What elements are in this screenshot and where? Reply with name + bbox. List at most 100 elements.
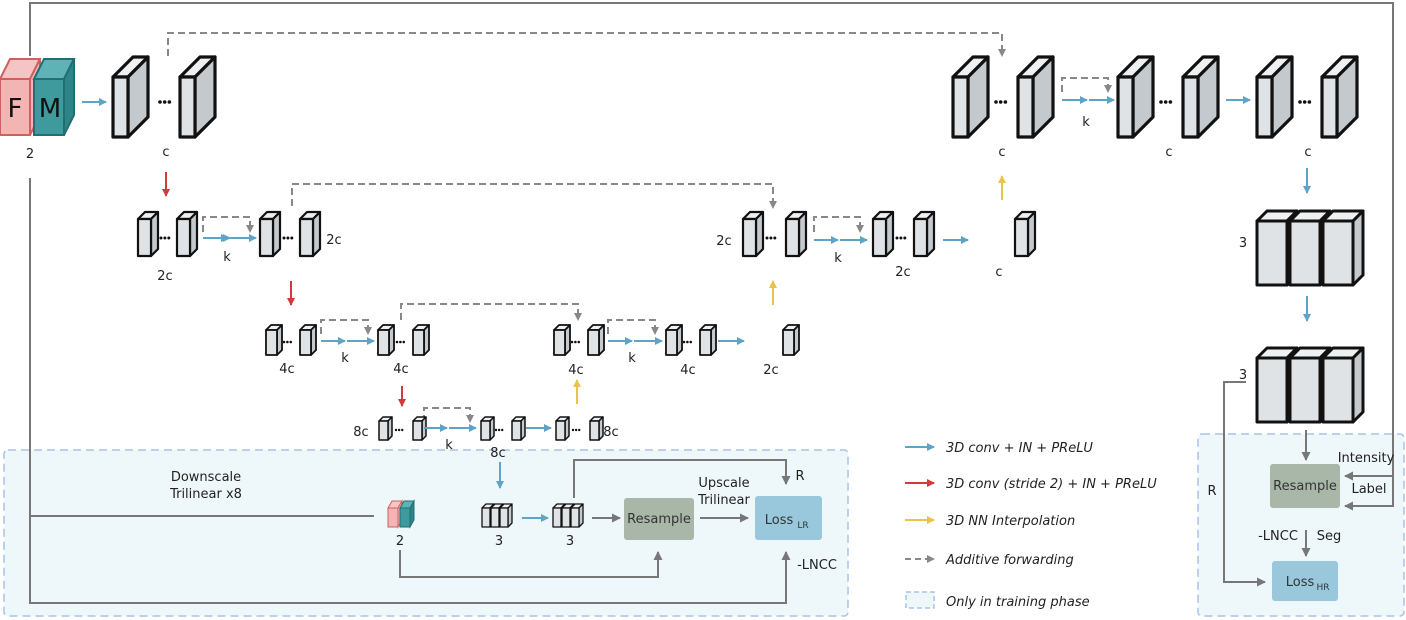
channel-label: c — [998, 145, 1005, 160]
loss-lr-subscript: LR — [797, 521, 808, 531]
ellipsis-dots — [1159, 100, 1173, 104]
feature-block — [499, 503, 513, 528]
lowres-input-blocks — [387, 499, 415, 529]
repeat-label: k — [445, 438, 453, 453]
channel-label: c — [995, 265, 1002, 280]
upscale-label-line2: Trilinear — [697, 493, 750, 508]
feature-block — [258, 210, 282, 258]
resample-label-lowres: Resample — [627, 512, 691, 527]
long-connections — [29, 2, 1394, 604]
downscale-label-line2: Trilinear x8 — [169, 487, 242, 502]
channel-label: 4c — [680, 363, 695, 378]
channel-label: 3 — [1239, 236, 1247, 251]
legend-item-interpolation: 3D NN Interpolation — [946, 514, 1075, 529]
legend: 3D conv + IN + PReLU 3D conv (stride 2) … — [905, 441, 1157, 610]
ellipsis-dots — [570, 340, 581, 344]
r-label-highres: R — [1207, 484, 1216, 499]
channel-label: 4c — [568, 363, 583, 378]
ellipsis-dots — [159, 236, 171, 240]
loss-hr-label: Loss — [1286, 575, 1315, 590]
resample-label-highres: Resample — [1273, 479, 1337, 494]
feature-block — [1181, 55, 1220, 139]
lncc-label-highres: -LNCC — [1258, 529, 1298, 544]
channel-label: 4c — [279, 362, 294, 377]
feature-block — [665, 324, 683, 356]
channel-label: 8c — [603, 425, 618, 440]
r-label-lowres: R — [795, 469, 804, 484]
ellipsis-dots — [394, 428, 404, 432]
ellipsis-dots — [765, 236, 777, 240]
channel-label: 2c — [716, 234, 731, 249]
repeat-label: k — [223, 250, 231, 265]
lncc-label-lowres: -LNCC — [797, 558, 837, 573]
ellipsis-dots — [395, 340, 406, 344]
highres-branch: Resample Intensity Label -LNCC Seg R Los… — [1207, 451, 1395, 601]
legend-item-conv: 3D conv + IN + PReLU — [946, 441, 1093, 456]
feature-block — [511, 416, 526, 441]
feature-block — [570, 503, 584, 528]
legend-item-additive: Additive forwarding — [945, 553, 1074, 568]
feature-block — [782, 324, 800, 356]
intensity-label: Intensity — [1338, 451, 1395, 466]
feature-block — [377, 324, 395, 356]
feature-block — [912, 210, 936, 258]
loss-lr-label: Loss — [765, 513, 794, 528]
downscale-label-line1: Downscale — [171, 470, 241, 485]
repeat-label: k — [834, 251, 842, 266]
channel-label: 2 — [396, 534, 404, 549]
feature-block — [1255, 55, 1294, 139]
channel-label: c — [1165, 145, 1172, 160]
feature-block — [265, 324, 283, 356]
feature-block — [553, 324, 571, 356]
legend-item-strided-conv: 3D conv (stride 2) + IN + PReLU — [946, 477, 1157, 492]
feature-block — [298, 210, 322, 258]
channel-label: c — [162, 145, 169, 160]
feature-block — [412, 416, 427, 441]
loss-hr-subscript: HR — [1316, 583, 1329, 593]
lowres-branch: Downscale Trilinear x8 Upscale Trilinear… — [169, 469, 837, 573]
channel-label: 8c — [353, 425, 368, 440]
feature-block — [1116, 55, 1155, 139]
feature-block — [136, 210, 160, 258]
feature-block — [871, 210, 895, 258]
input-volumes: F M — [0, 58, 76, 136]
feature-block — [111, 55, 150, 139]
feature-block — [378, 416, 393, 441]
feature-block — [951, 55, 990, 139]
feature-block — [1320, 55, 1359, 139]
feature-block — [1321, 346, 1365, 424]
feature-block — [178, 55, 217, 139]
feature-block — [175, 210, 199, 258]
feature-block — [1013, 210, 1037, 258]
loss-lr-box — [755, 496, 822, 540]
ellipsis-dots — [682, 340, 693, 344]
loss-hr-box — [1272, 561, 1338, 601]
ellipsis-dots — [494, 428, 504, 432]
ellipsis-dots — [282, 340, 293, 344]
channel-label: 2c — [895, 265, 910, 280]
repeat-label: k — [1082, 115, 1090, 130]
feature-block — [784, 210, 808, 258]
feature-block — [412, 324, 430, 356]
resample-box-highres — [1270, 464, 1340, 508]
ellipsis-dots — [282, 236, 294, 240]
channel-label: 2c — [763, 363, 778, 378]
input-channel-label: 2 — [26, 147, 34, 162]
skip-connections — [167, 32, 1112, 423]
upscale-label-line1: Upscale — [698, 476, 749, 491]
feature-blocks — [111, 55, 1365, 528]
ellipsis-dots — [994, 100, 1008, 104]
channel-label: 2c — [157, 269, 172, 284]
fixed-image-label: F — [8, 94, 23, 124]
channel-label: 3 — [566, 534, 574, 549]
feature-block — [480, 416, 495, 441]
repeat-label: k — [341, 351, 349, 366]
feature-block — [699, 324, 717, 356]
resample-box-lowres — [624, 498, 694, 540]
channel-label: c — [1304, 145, 1311, 160]
training-region-lowres — [3, 449, 849, 617]
seg-label: Seg — [1317, 529, 1342, 544]
channel-label: 4c — [393, 362, 408, 377]
channel-label: 3 — [495, 534, 503, 549]
feature-block — [589, 416, 604, 441]
